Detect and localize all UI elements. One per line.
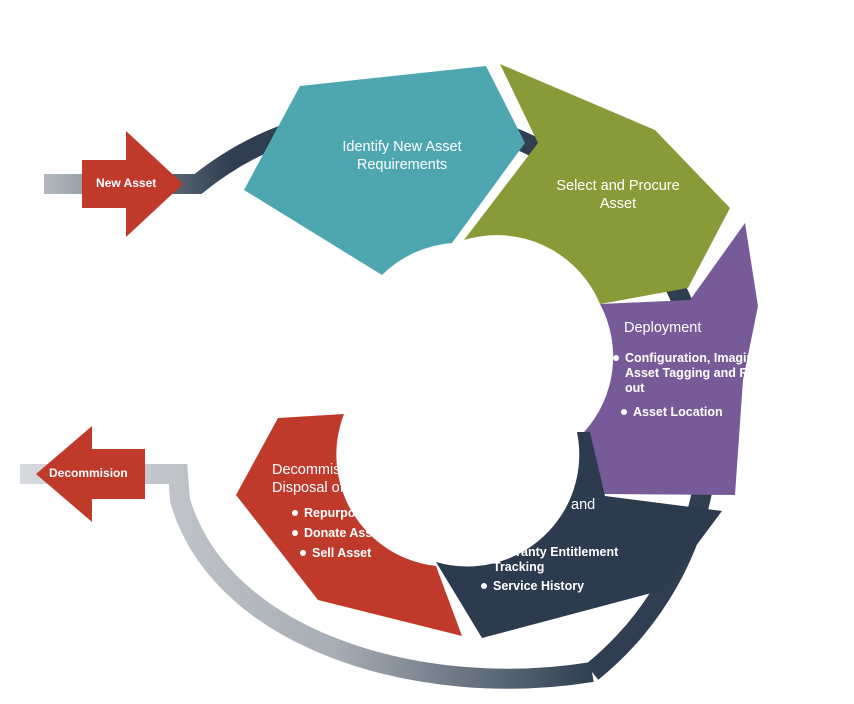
decommission-label: Decommision [49, 466, 128, 480]
segment-deployment [584, 223, 758, 495]
new-asset-arrow [82, 131, 183, 237]
decommission-title: Decommission and Disposal of Asset [272, 462, 396, 496]
maintenance-title: Maintenance and Service [484, 497, 596, 531]
identify-title: Identify New Asset Requirements [342, 139, 462, 173]
segment-identify [244, 66, 525, 275]
deployment-title: Deployment [624, 320, 702, 336]
maintenance-bullet-2: Service History [481, 579, 584, 594]
decommission-bullet-2: Donate Asset [292, 526, 383, 541]
ring-exit-arc [20, 464, 594, 689]
deployment-bullet-2: Asset Location [621, 405, 723, 420]
segment-decommission [236, 414, 462, 636]
decommission-bullet-3: Sell Asset [300, 546, 371, 561]
deployment-bullet-1: Configuration, Imaging, Asset Tagging an… [613, 351, 775, 396]
new-asset-label: New Asset [96, 176, 157, 190]
decommission-bullet-1: Repurpose Asset [292, 506, 406, 521]
segment-maintenance [436, 432, 722, 638]
procure-title: Select and Procure Asset [556, 178, 680, 212]
decommission-arrow [36, 426, 145, 522]
maintenance-bullet-1: Warranty Entitlement Tracking [481, 545, 643, 575]
segment-procure [464, 64, 730, 304]
